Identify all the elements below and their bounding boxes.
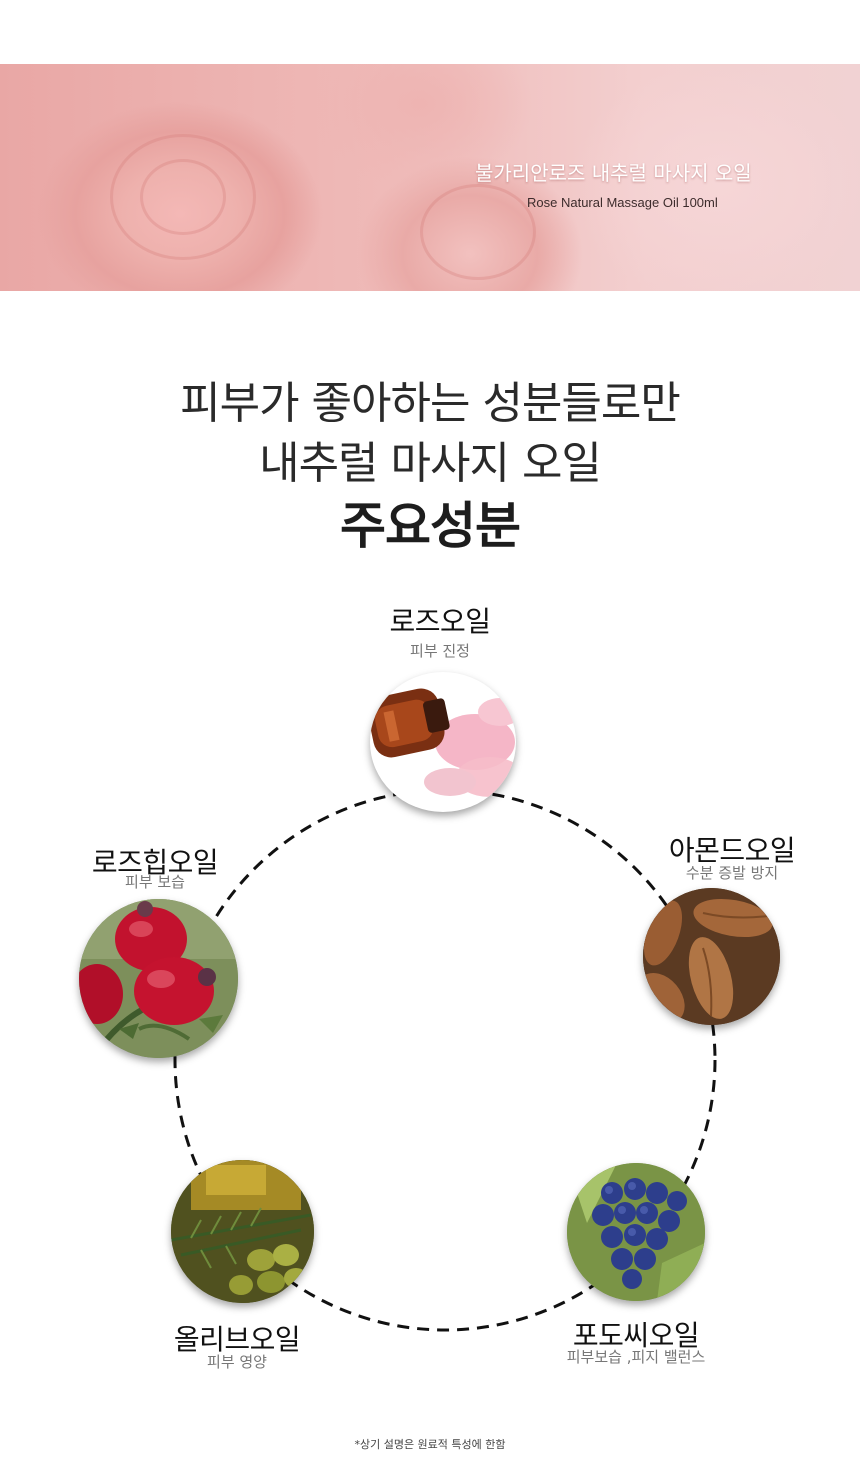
banner-title: 불가리안로즈 내추럴 마사지 오일: [475, 161, 752, 185]
grape-photo: [567, 1163, 705, 1301]
ingredient-name: 포도씨오일: [572, 1319, 700, 1352]
section-title: 주요성분: [340, 497, 521, 555]
ingredient-desc: 피부 보습: [125, 873, 185, 891]
ingredient-name: 올리브오일: [173, 1323, 301, 1356]
banner-subtitle: Rose Natural Massage Oil 100ml: [527, 195, 718, 210]
ingredient-name: 아몬드오일: [668, 834, 796, 867]
ingredient-desc: 피부보습 ,피지 밸런스: [566, 1348, 706, 1366]
almond-photo: [643, 888, 780, 1025]
rose-petal-decoration: [420, 184, 536, 280]
rose-petal-decoration: [110, 134, 256, 260]
olive-photo: [171, 1160, 314, 1303]
ingredient-desc: 피부 진정: [410, 642, 470, 660]
ingredient-desc: 수분 증발 방지: [685, 864, 779, 882]
hero-banner: 불가리안로즈 내추럴 마사지 오일 Rose Natural Massage O…: [0, 64, 860, 291]
ingredient-name: 로즈힙오일: [91, 846, 219, 879]
rosehip-photo: [79, 899, 238, 1058]
rose-oil-photo: [370, 672, 516, 812]
headline-line-2: 내추럴 마사지 오일: [259, 438, 602, 489]
ingredient-desc: 피부 영양: [207, 1353, 267, 1371]
disclaimer-note: *상기 설명은 원료적 특성에 한함: [354, 1438, 506, 1451]
headline-line-1: 피부가 좋아하는 성분들로만: [180, 378, 681, 429]
rose-petal-decoration: [140, 159, 226, 235]
ingredient-name: 로즈오일: [389, 605, 491, 638]
